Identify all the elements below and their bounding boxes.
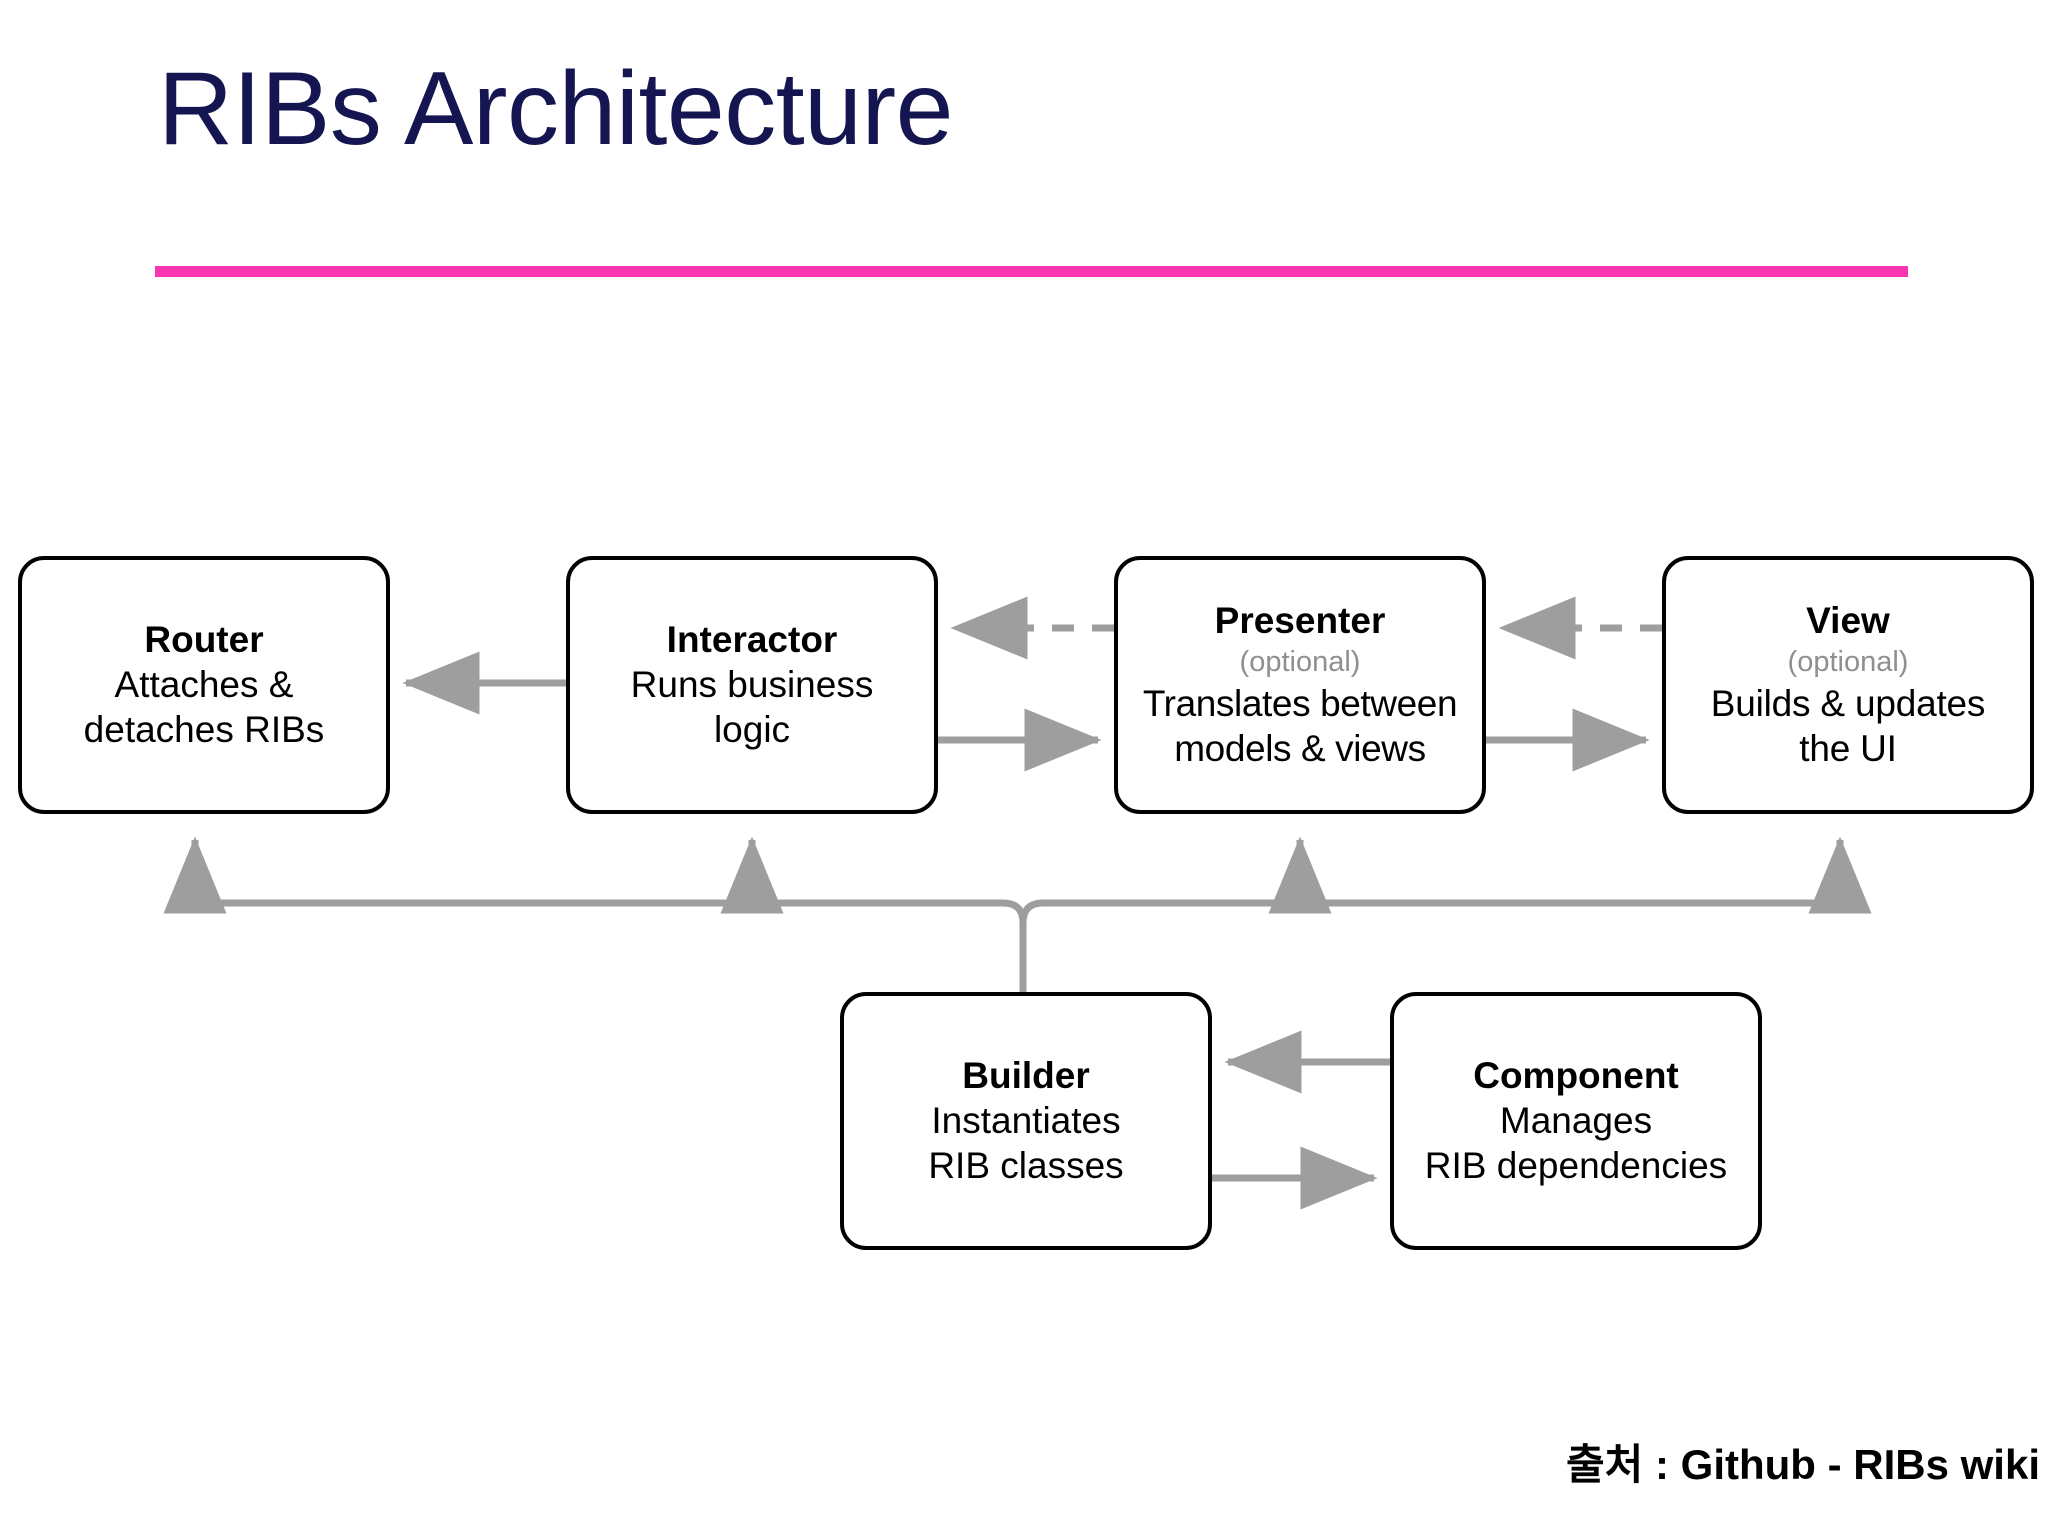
edge-bus-right xyxy=(1019,836,1872,924)
node-interactor-description: Runs business logic xyxy=(630,664,874,751)
node-router-title: Router xyxy=(144,618,264,660)
node-presenter-description: Translates between models & views xyxy=(1142,682,1458,769)
node-builder-description: Instantiates RIB classes xyxy=(928,1100,1124,1187)
page-title: RIBs Architecture xyxy=(158,51,953,167)
node-presenter[interactable]: Presenter (optional) Translates between … xyxy=(1114,556,1486,814)
edge-bus-left xyxy=(163,836,1027,924)
node-view-optional-label: (optional) xyxy=(1787,645,1909,678)
node-view-title: View xyxy=(1806,600,1890,642)
node-interactor[interactable]: Interactor Runs business logic xyxy=(566,556,938,814)
node-router-description: Attaches & detaches RIBs xyxy=(83,664,325,751)
node-builder[interactable]: Builder Instantiates RIB classes xyxy=(840,992,1212,1250)
node-interactor-title: Interactor xyxy=(666,618,838,660)
node-router[interactable]: Router Attaches & detaches RIBs xyxy=(18,556,390,814)
node-view-description: Builds & updates the UI xyxy=(1710,682,1986,769)
node-view[interactable]: View (optional) Builds & updates the UI xyxy=(1662,556,2034,814)
node-component-title: Component xyxy=(1473,1054,1679,1096)
node-presenter-optional-label: (optional) xyxy=(1239,645,1361,678)
source-attribution: 출처 : Github - RIBs wiki xyxy=(1566,1441,2040,1488)
node-component-description: Manages RIB dependencies xyxy=(1424,1100,1728,1187)
title-underline-rule xyxy=(155,266,1908,277)
node-component[interactable]: Component Manages RIB dependencies xyxy=(1390,992,1762,1250)
node-builder-title: Builder xyxy=(962,1054,1090,1096)
node-presenter-title: Presenter xyxy=(1214,600,1386,642)
